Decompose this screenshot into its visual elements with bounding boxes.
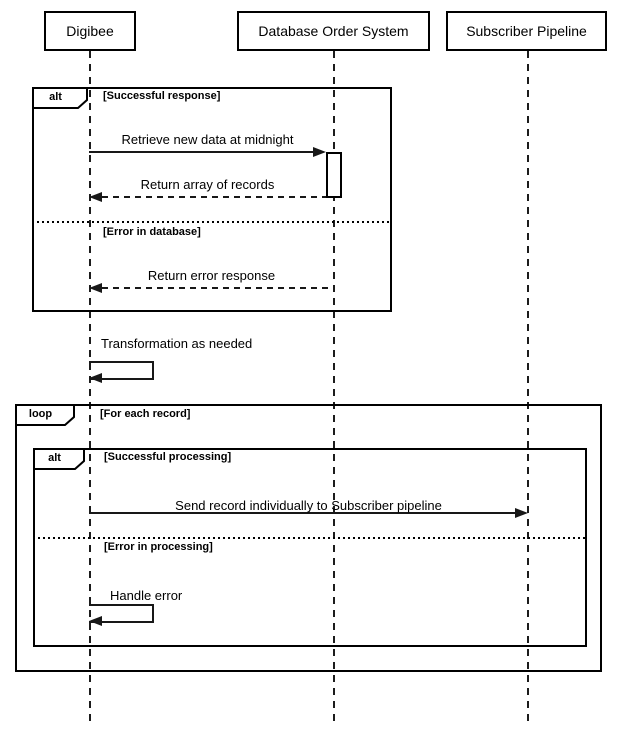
- lifeline-database: [333, 51, 335, 727]
- participant-box-digibee: Digibee: [44, 11, 136, 51]
- fragment-alt-response: [32, 87, 392, 312]
- activation-bar-database: [326, 152, 342, 198]
- arrowhead-right-icon: [313, 147, 326, 157]
- self-message-transform: [89, 361, 154, 380]
- message-line-return-records: [102, 196, 326, 198]
- lifeline-subscriber: [527, 51, 529, 727]
- message-label-return-records: Return array of records: [140, 177, 275, 192]
- guard-error-in-database: [Error in database]: [103, 226, 201, 238]
- lifeline-digibee: [89, 51, 91, 727]
- participant-box-database: Database Order System: [237, 11, 430, 51]
- message-line-send-record: [89, 512, 515, 514]
- fragment-operator-pentagon-icon: [32, 87, 88, 109]
- self-message-handle-error: [89, 604, 154, 623]
- fragment-operator-pentagon-icon: [33, 448, 85, 470]
- fragment-operator-loop: loop: [28, 408, 53, 420]
- fragment-divider-alt-processing: [33, 537, 587, 539]
- participant-label-database: Database Order System: [258, 23, 409, 39]
- arrowhead-left-icon: [89, 373, 102, 383]
- participant-box-subscriber: Subscriber Pipeline: [446, 11, 607, 51]
- fragment-operator-alt-response: alt: [49, 91, 62, 103]
- message-line-retrieve: [89, 151, 315, 153]
- guard-successful-response: [Successful response]: [103, 90, 221, 102]
- fragment-operator-pentagon-icon: [15, 404, 75, 426]
- arrowhead-left-icon: [89, 283, 102, 293]
- message-label-transform: Transformation as needed: [101, 336, 253, 351]
- message-label-send-record: Send record individually to Subscriber p…: [175, 498, 442, 513]
- message-label-retrieve: Retrieve new data at midnight: [121, 132, 294, 147]
- message-label-handle-error: Handle error: [110, 588, 183, 603]
- fragment-operator-alt-processing: alt: [48, 452, 61, 464]
- message-line-return-error: [102, 287, 333, 289]
- arrowhead-left-icon: [89, 616, 102, 626]
- arrowhead-right-icon: [515, 508, 528, 518]
- guard-for-each-record: [For each record]: [100, 408, 191, 420]
- arrowhead-left-icon: [89, 192, 102, 202]
- fragment-alt-processing: [33, 448, 587, 647]
- fragment-loop-records: [15, 404, 602, 672]
- guard-error-in-processing: [Error in processing]: [104, 541, 213, 553]
- message-label-return-error: Return error response: [147, 268, 276, 283]
- guard-successful-processing: [Successful processing]: [104, 451, 232, 463]
- participant-label-digibee: Digibee: [66, 23, 114, 39]
- participant-label-subscriber: Subscriber Pipeline: [466, 23, 587, 39]
- fragment-divider-alt-response: [32, 221, 392, 223]
